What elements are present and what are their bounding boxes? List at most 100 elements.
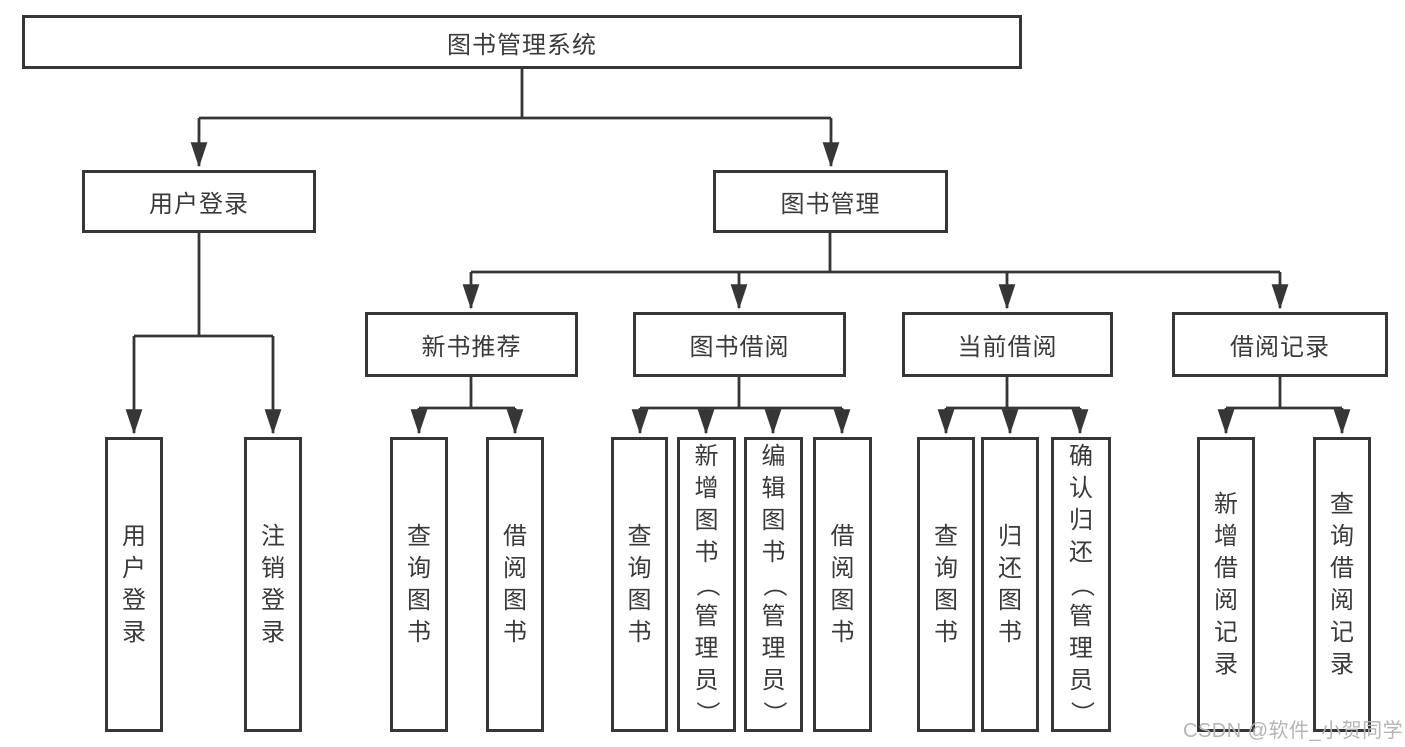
node-new-book-recommendation: 新书推荐: [365, 312, 578, 377]
leaf-borrow-book: 借阅图书: [813, 437, 872, 732]
vertical-char: 管: [694, 602, 719, 630]
vertical-char: 阅: [1214, 586, 1238, 614]
vertical-char: 注: [261, 522, 285, 550]
leaf-user-login: 用户登录: [105, 437, 163, 732]
leaf-query-book-borrow: 查询图书: [611, 437, 668, 732]
vertical-char: 录: [261, 618, 285, 646]
leaf-logout: 注销登录: [244, 437, 302, 732]
vertical-char: 图: [830, 586, 855, 614]
leaf-borrow-book-recommend: 借阅图书: [486, 437, 544, 732]
vertical-char: 录: [1330, 650, 1354, 678]
vertical-char: 记: [1214, 618, 1238, 646]
vertical-char: 借: [1330, 554, 1354, 582]
vertical-char: 认: [1069, 474, 1093, 502]
node-current-borrowing: 当前借阅: [902, 312, 1113, 377]
vertical-char: 阅: [1330, 586, 1354, 614]
vertical-char: 阅: [830, 554, 855, 582]
node-borrowing-records: 借阅记录: [1172, 312, 1388, 377]
leaf-edit-book-admin: 编辑图书 （ 管理员 ）: [744, 437, 803, 732]
vertical-char: （: [760, 572, 788, 597]
vertical-char: 图: [761, 506, 786, 534]
leaf-query-book-recommend: 查询图书: [390, 437, 448, 732]
vertical-char: 询: [627, 554, 652, 582]
vertical-char: 员: [1069, 666, 1093, 694]
vertical-char: （: [1068, 572, 1095, 597]
vertical-char: 新: [694, 442, 719, 470]
vertical-char: 询: [1330, 522, 1354, 550]
vertical-char: 书: [627, 618, 652, 646]
vertical-char: 管: [761, 602, 786, 630]
vertical-char: 询: [934, 554, 958, 582]
vertical-char: 确: [1069, 442, 1093, 470]
node-book-management: 图书管理: [713, 170, 948, 233]
vertical-char: 记: [1330, 618, 1354, 646]
node-library-management-system: 图书管理系统: [22, 15, 1022, 69]
vertical-char: 查: [627, 522, 652, 550]
vertical-char: 编: [761, 442, 786, 470]
vertical-char: 阅: [503, 554, 527, 582]
vertical-char: 查: [1330, 490, 1354, 518]
vertical-char: 员: [761, 666, 786, 694]
vertical-char: 询: [407, 554, 431, 582]
vertical-char: 用: [122, 522, 146, 550]
vertical-char: 新: [1214, 490, 1238, 518]
vertical-char: 还: [1069, 538, 1093, 566]
vertical-char: 增: [1214, 522, 1238, 550]
vertical-char: 借: [503, 522, 527, 550]
vertical-char: 还: [998, 554, 1022, 582]
leaf-add-book-admin: 新增图书 （ 管理员 ）: [677, 437, 736, 732]
vertical-char: 归: [1069, 506, 1093, 534]
vertical-char: ）: [693, 700, 721, 725]
vertical-char: 借: [830, 522, 855, 550]
vertical-char: （: [693, 572, 721, 597]
vertical-char: 登: [261, 586, 285, 614]
vertical-char: 书: [694, 538, 719, 566]
vertical-char: 图: [694, 506, 719, 534]
vertical-char: 书: [503, 618, 527, 646]
vertical-char: 书: [934, 618, 958, 646]
leaf-confirm-return-admin: 确认归还 （ 管理员 ）: [1051, 437, 1111, 732]
vertical-char: 查: [407, 522, 431, 550]
vertical-char: 增: [694, 474, 719, 502]
vertical-char: 员: [694, 666, 719, 694]
vertical-char: 户: [122, 554, 146, 582]
vertical-char: 图: [407, 586, 431, 614]
node-label: 图书管理: [780, 191, 881, 218]
vertical-char: 图: [998, 586, 1022, 614]
vertical-char: 管: [1069, 602, 1093, 630]
vertical-char: 销: [261, 554, 285, 582]
vertical-char: 辑: [761, 474, 786, 502]
node-user-login: 用户登录: [82, 170, 316, 233]
vertical-char: 查: [934, 522, 958, 550]
vertical-char: 图: [627, 586, 652, 614]
vertical-char: ）: [760, 700, 788, 725]
leaf-return-book: 归还图书: [981, 437, 1039, 732]
vertical-char: 登: [122, 586, 146, 614]
vertical-char: 书: [761, 538, 786, 566]
vertical-char: 图: [503, 586, 527, 614]
vertical-char: ）: [1068, 700, 1095, 725]
node-label: 图书借阅: [689, 334, 790, 361]
vertical-char: 理: [1069, 634, 1093, 662]
leaf-add-borrow-record: 新增借阅记录: [1197, 437, 1255, 732]
node-label: 新书推荐: [421, 334, 522, 361]
vertical-char: 理: [694, 634, 719, 662]
leaf-query-borrow-record: 查询借阅记录: [1313, 437, 1371, 732]
node-label: 用户登录: [149, 191, 249, 218]
watermark: CSDN @软件_小贺同学: [1183, 720, 1404, 742]
vertical-char: 书: [830, 618, 855, 646]
vertical-char: 书: [407, 618, 431, 646]
vertical-char: 录: [122, 618, 146, 646]
vertical-char: 书: [998, 618, 1022, 646]
node-label: 借阅记录: [1230, 334, 1330, 361]
node-label: 当前借阅: [957, 334, 1058, 361]
leaf-query-book-current: 查询图书: [917, 437, 975, 732]
vertical-char: 借: [1214, 554, 1238, 582]
vertical-char: 录: [1214, 650, 1238, 678]
node-book-borrowing: 图书借阅: [633, 312, 846, 377]
vertical-char: 归: [998, 522, 1022, 550]
vertical-char: 理: [761, 634, 786, 662]
node-label: 图书管理系统: [447, 31, 597, 59]
